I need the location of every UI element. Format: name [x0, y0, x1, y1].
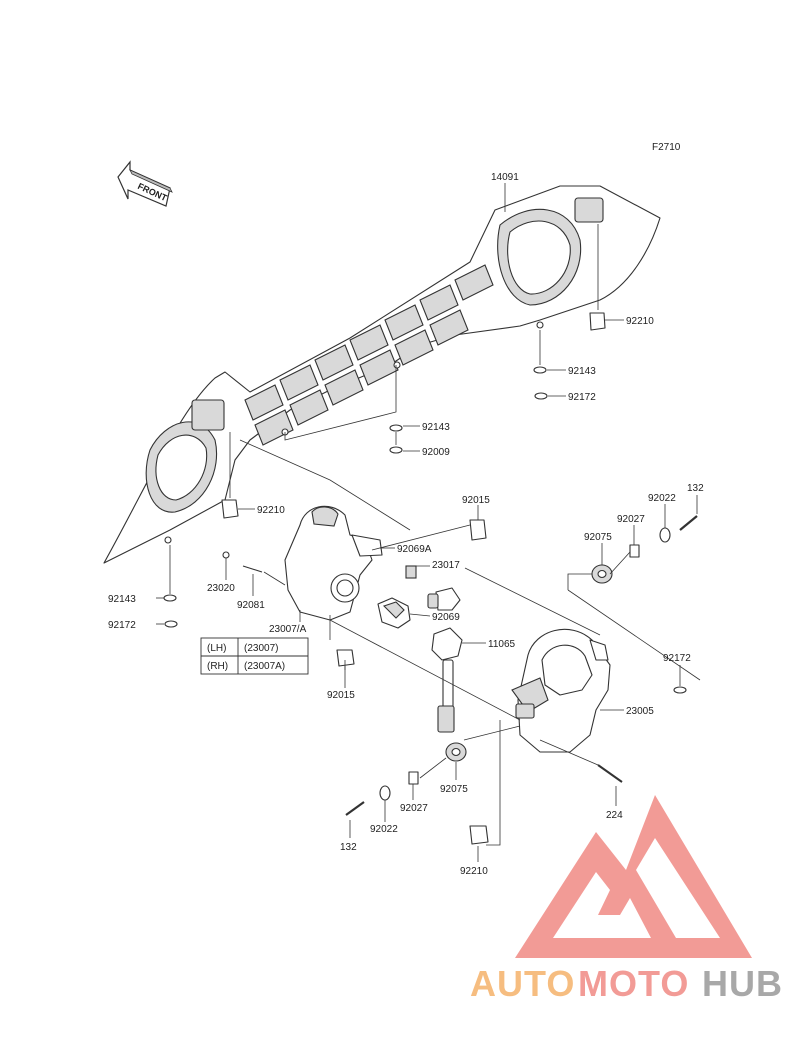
- part-label-92210-left: 92210: [257, 505, 285, 516]
- washer-92143-right: [533, 366, 547, 374]
- variant-table: (LH) (23007) (RH) (23007A): [200, 637, 309, 675]
- left-headlight-bracket-part: [284, 505, 383, 621]
- collar-92027-upper: [629, 544, 640, 558]
- front-arrow-icon: FRONT: [117, 160, 173, 207]
- part-label-92081: 92081: [237, 600, 265, 611]
- washer-92143-center: [389, 424, 403, 432]
- part-label-92015-lower: 92015: [327, 690, 355, 701]
- part-label-23017: 23017: [432, 560, 460, 571]
- part-label-92143-center: 92143: [422, 422, 450, 433]
- watermark-logo: AUTO MOTO HUB: [470, 795, 783, 1004]
- part-label-92172-bottom: 92172: [663, 653, 691, 664]
- part-label-92172-left: 92172: [108, 620, 136, 631]
- part-label-23007A: 23007/A: [269, 624, 307, 635]
- washer-92022-lower: [379, 785, 391, 801]
- part-label-92143-right: 92143: [568, 366, 596, 377]
- part-labels: 14091 92210 92143 92172 92143 92009 9221…: [108, 172, 704, 877]
- variant-part-lh: (23007): [244, 643, 278, 654]
- nut-92015-lower: [336, 649, 355, 667]
- part-label-23005: 23005: [626, 706, 654, 717]
- bulb-part: [427, 587, 461, 611]
- watermark-text-auto: AUTO: [470, 963, 575, 1004]
- grille-slats: [244, 264, 494, 446]
- bolt-132-upper: [679, 515, 698, 531]
- washer-92172-right: [534, 392, 548, 400]
- grommet-92075-lower: [445, 742, 467, 762]
- variant-part-rh: (23007A): [244, 661, 285, 672]
- part-label-92075-upper: 92075: [584, 532, 612, 543]
- figure-code: F2710: [652, 142, 681, 153]
- bolt-132-lower: [345, 801, 365, 816]
- label-leaders: [156, 183, 698, 862]
- washer-92172-bottom: [673, 686, 687, 694]
- part-label-92009: 92009: [422, 447, 450, 458]
- screw-23020: [222, 551, 230, 559]
- headlight-socket-part: [431, 627, 463, 733]
- washer-92172-left: [164, 620, 178, 628]
- watermark-text-moto: MOTO: [578, 963, 689, 1004]
- screw-224: [597, 764, 623, 783]
- part-label-23020: 23020: [207, 583, 235, 594]
- part-label-224: 224: [606, 810, 623, 821]
- part-label-132-lower: 132: [340, 842, 357, 853]
- nut-92015-upper: [469, 519, 487, 541]
- part-label-92210-right: 92210: [626, 316, 654, 327]
- watermark-text-hub: HUB: [702, 963, 783, 1004]
- headlight-unit-part: [511, 628, 611, 753]
- part-label-92027-upper: 92027: [617, 514, 645, 525]
- part-label-92022-upper: 92022: [648, 493, 676, 504]
- variant-side-lh: (LH): [207, 643, 226, 654]
- watermark-triangle-icon: [515, 795, 752, 958]
- grommet-92075-upper: [591, 564, 613, 584]
- bulb-socket-part: [377, 597, 411, 629]
- part-label-92027-lower: 92027: [400, 803, 428, 814]
- washer-92009: [389, 446, 403, 454]
- part-label-92210-bottom: 92210: [460, 866, 488, 877]
- washer-92022-upper: [659, 527, 671, 543]
- part-label-92022-lower: 92022: [370, 824, 398, 835]
- nut-92210-bottom: [469, 825, 489, 845]
- clip-part: [405, 565, 417, 579]
- nut-92210-left: [221, 499, 239, 519]
- variant-side-rh: (RH): [207, 661, 228, 672]
- part-label-92075-lower: 92075: [440, 784, 468, 795]
- screw-92081: [242, 565, 263, 573]
- part-label-92069: 92069: [432, 612, 460, 623]
- part-label-92015-upper: 92015: [462, 495, 490, 506]
- washer-92143-left: [163, 594, 177, 602]
- nut-92210-right: [589, 312, 606, 331]
- part-label-92172-right: 92172: [568, 392, 596, 403]
- collar-92027-lower: [408, 771, 419, 785]
- part-label-11065: 11065: [488, 639, 516, 650]
- part-label-132-upper: 132: [687, 483, 704, 494]
- part-label-92069A: 92069A: [397, 544, 432, 555]
- upper-cowl-part: [103, 185, 661, 564]
- part-label-92143-left: 92143: [108, 594, 136, 605]
- assembly-guide-lines: [169, 224, 701, 846]
- part-label-14091: 14091: [491, 172, 519, 183]
